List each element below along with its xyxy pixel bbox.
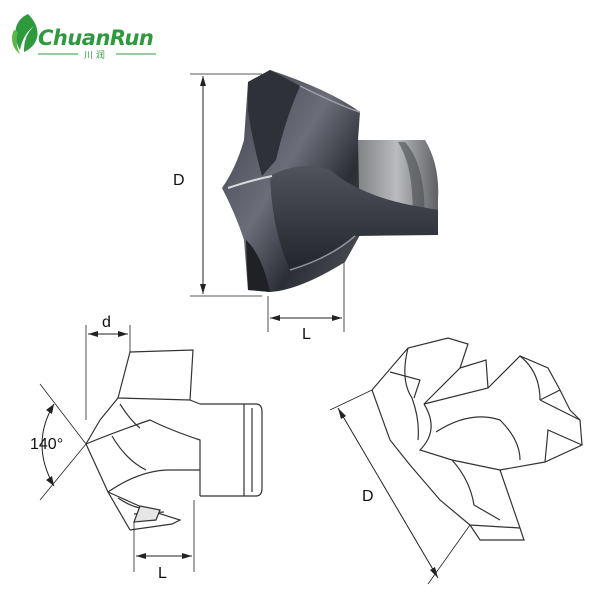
photo-label-d: D <box>173 172 185 189</box>
iso-label-d: D <box>362 488 374 505</box>
side-dimension-d <box>85 325 131 420</box>
photo-label-l: L <box>302 326 311 343</box>
brand-name: ChuanRun <box>38 26 154 50</box>
brand-subtitle: 川 润 <box>84 51 105 61</box>
side-view-drawing <box>85 349 263 531</box>
side-label-d: d <box>102 314 111 331</box>
side-dimension-l <box>133 500 195 572</box>
brand-logo: ChuanRun 川 润 <box>8 8 158 64</box>
brand-underline <box>38 53 156 55</box>
photo-dimension-l <box>267 262 345 332</box>
iso-view-drawing <box>371 337 583 541</box>
photo-dimension-d <box>190 73 262 297</box>
side-label-l: L <box>158 565 167 582</box>
insert-photo <box>222 70 439 292</box>
side-dimension-angle <box>39 383 87 501</box>
side-label-angle: 140° <box>30 436 64 453</box>
iso-dimension-d <box>329 389 471 585</box>
leaf-icon <box>12 14 38 54</box>
